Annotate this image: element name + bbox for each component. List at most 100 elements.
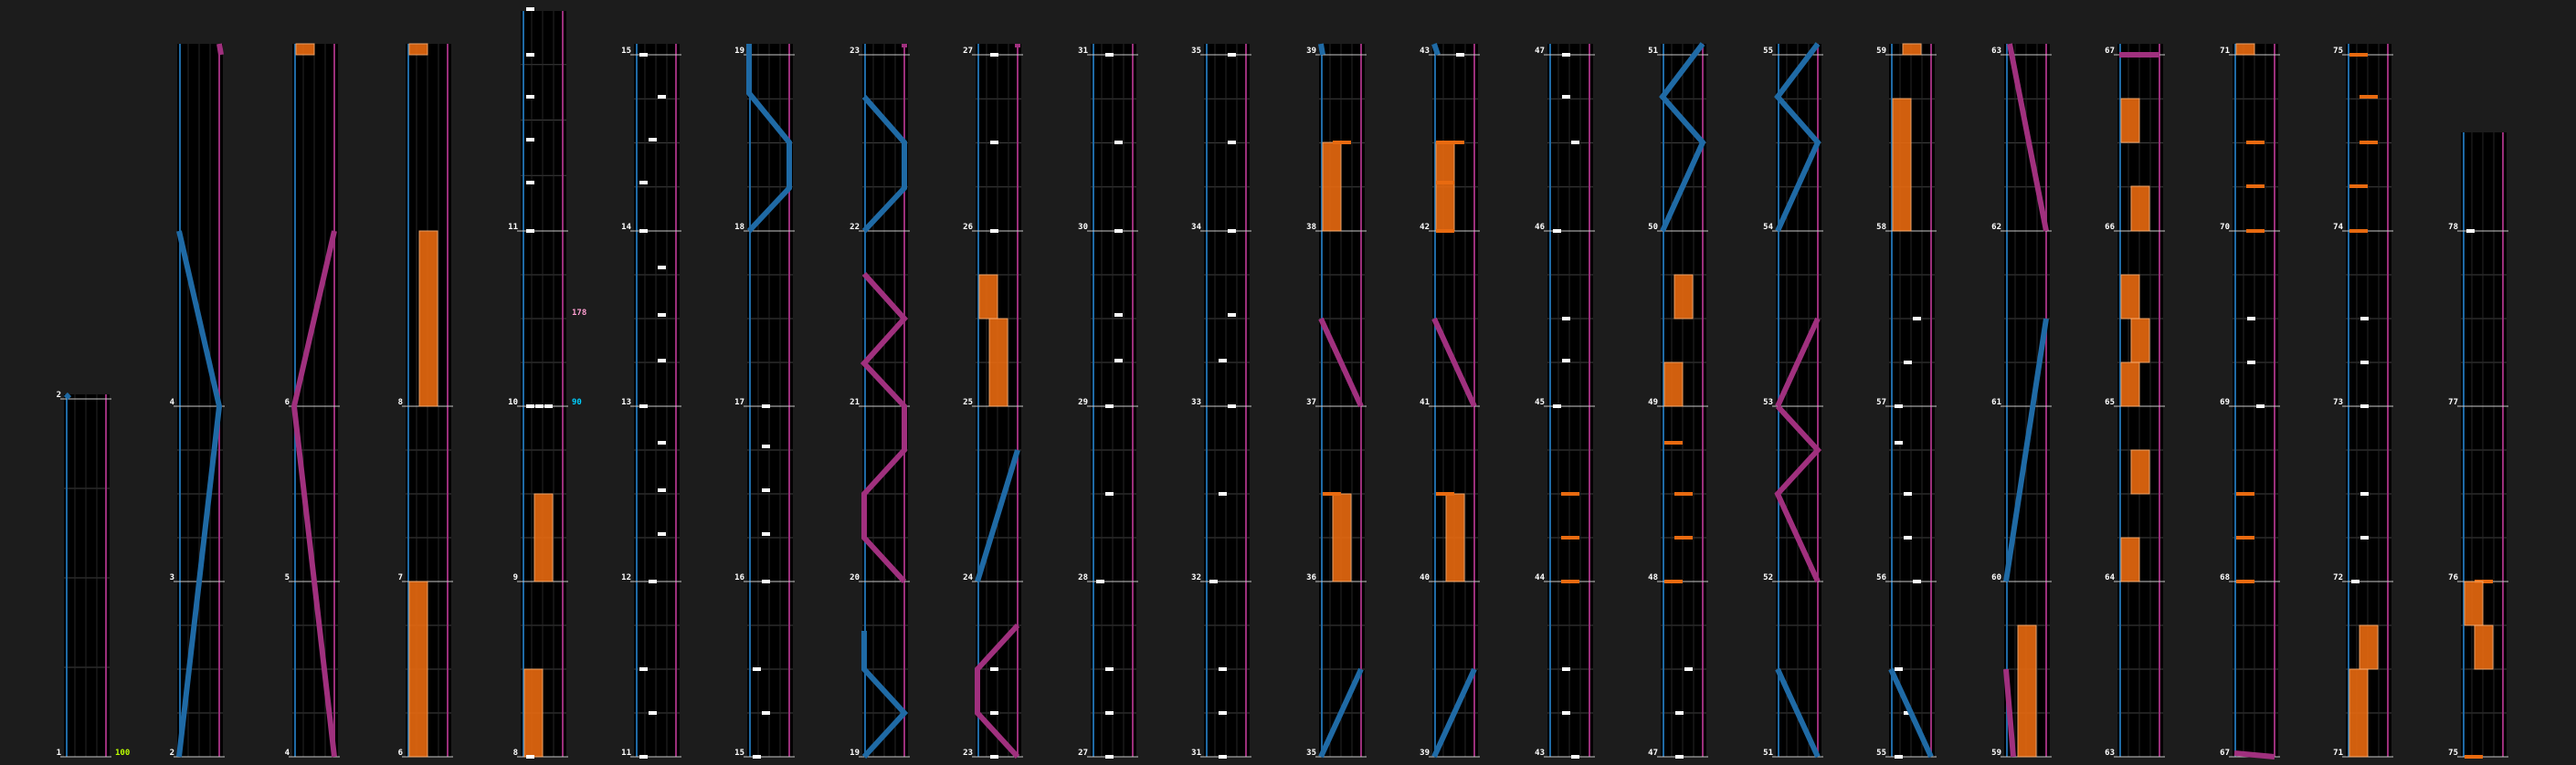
hold-end [2246, 184, 2265, 188]
measure-number: 74 [2333, 223, 2343, 232]
measure-number: 51 [1648, 47, 1658, 56]
measure-number: 28 [1078, 573, 1088, 582]
tap-note [1904, 361, 1912, 364]
slide-path [860, 271, 909, 584]
slide-path [1659, 42, 1706, 233]
measure-number: 4 [285, 749, 290, 758]
measure-number: 25 [963, 398, 973, 407]
slide-path [1318, 43, 1325, 56]
tap-note [658, 95, 666, 99]
tap-note [1105, 53, 1114, 57]
measure-number: 76 [2448, 573, 2458, 582]
measure-number: 11 [508, 223, 518, 232]
measure-column[interactable]: 12 [57, 391, 111, 758]
measure-number: 40 [1420, 573, 1430, 582]
measure-number: 1 [57, 749, 61, 758]
tap-note [1219, 492, 1227, 496]
hold-note [978, 274, 998, 320]
tap-note [1114, 229, 1123, 233]
measure-number: 16 [734, 573, 744, 582]
measure-number: 57 [1876, 398, 1886, 407]
measure-number: 15 [734, 749, 744, 758]
tap-note [1105, 711, 1114, 715]
hold-note [1902, 43, 1922, 56]
tap-note [1571, 755, 1579, 759]
slide-path [746, 44, 792, 234]
tap-note [639, 755, 648, 759]
hold-note [523, 668, 544, 758]
measure-number: 70 [2220, 223, 2230, 232]
measure-column[interactable]: 456 [285, 44, 340, 758]
stop-marker: 90 [572, 398, 582, 407]
measure-number: 59 [1991, 749, 2001, 758]
tap-note [1114, 313, 1123, 317]
tap-note [639, 181, 648, 184]
slide-path [2233, 750, 2275, 760]
measure-number: 58 [1876, 223, 1886, 232]
tap-note [1114, 141, 1123, 144]
slide-path [216, 43, 224, 56]
tap-note [762, 404, 770, 408]
slide-path [861, 631, 909, 760]
measure-number: 49 [1648, 398, 1658, 407]
hold-end [2360, 141, 2378, 144]
hold-note [2017, 624, 2037, 758]
tap-note [526, 404, 534, 408]
tap-note [1096, 580, 1104, 583]
lane-background [1091, 44, 1136, 757]
measure-number: 5 [285, 573, 290, 582]
measure-number: 3 [170, 573, 174, 582]
measure-number: 46 [1535, 223, 1545, 232]
measure-number: 13 [621, 398, 631, 407]
lane-background [64, 394, 110, 757]
measure-number: 53 [1763, 398, 1773, 407]
hold-note [295, 43, 315, 56]
measure-number: 77 [2448, 398, 2458, 407]
slide-path [176, 230, 223, 758]
hold-note [2120, 274, 2140, 320]
hold-note [2464, 581, 2484, 626]
tap-note [1562, 667, 1570, 671]
measure-number: 50 [1648, 223, 1658, 232]
tap-note [990, 141, 998, 144]
slide-path [861, 95, 907, 234]
measure-number: 7 [398, 573, 403, 582]
tap-note [1105, 755, 1114, 759]
tap-note [526, 53, 534, 57]
tap-note [753, 755, 761, 759]
tap-note [2466, 229, 2475, 233]
measure-number: 27 [963, 47, 973, 56]
tap-note [526, 755, 534, 759]
measure-number: 64 [2105, 573, 2115, 582]
measure-number: 31 [1078, 47, 1088, 56]
lane-background [1547, 44, 1593, 757]
tap-note [990, 53, 998, 57]
measure-number: 52 [1763, 573, 1773, 582]
tap-note [639, 404, 648, 408]
hold-end [1674, 492, 1693, 496]
measure-number: 23 [963, 749, 973, 758]
hold-note [408, 43, 428, 56]
hold-note [2120, 362, 2140, 407]
measure-number: 9 [513, 573, 518, 582]
lane-background [634, 44, 680, 757]
measure-number: 62 [1991, 223, 2001, 232]
measure-number: 8 [398, 398, 403, 407]
hold-note [2130, 185, 2150, 232]
tap-note [658, 532, 666, 536]
tap-note [1895, 667, 1903, 671]
hold-end [2360, 95, 2378, 99]
tap-note [1675, 711, 1684, 715]
measure-number: 38 [1306, 223, 1316, 232]
